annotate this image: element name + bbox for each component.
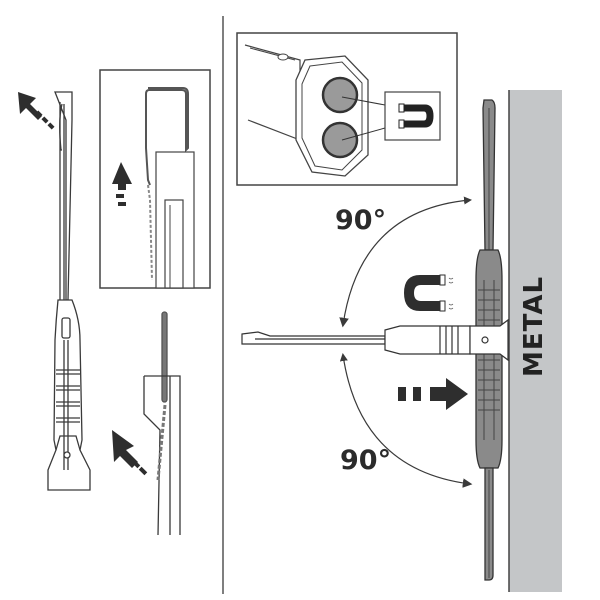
arrow-up-left-icon — [18, 92, 55, 130]
arrow-up-left-icon-2 — [112, 430, 148, 476]
angle-label-top: 90° — [335, 205, 387, 236]
arrow-right-icon — [398, 378, 468, 410]
magnet-disc-top — [321, 76, 359, 114]
rotation-arc-top — [339, 199, 471, 328]
hook-fold-detail — [143, 311, 181, 536]
arrow-up-icon — [112, 162, 132, 206]
metal-surface — [509, 90, 562, 592]
horseshoe-magnet-icon — [404, 274, 454, 312]
work-light-horizontal — [241, 318, 509, 362]
angle-label-bottom: 90° — [340, 445, 392, 476]
magnet-base-inset — [236, 32, 458, 186]
rotation-arc-bottom — [342, 354, 473, 488]
magnet-disc-bottom — [321, 121, 359, 159]
work-light-hook-extended — [47, 91, 91, 491]
work-light-vertical — [475, 99, 503, 581]
metal-label: METAL — [519, 275, 549, 377]
